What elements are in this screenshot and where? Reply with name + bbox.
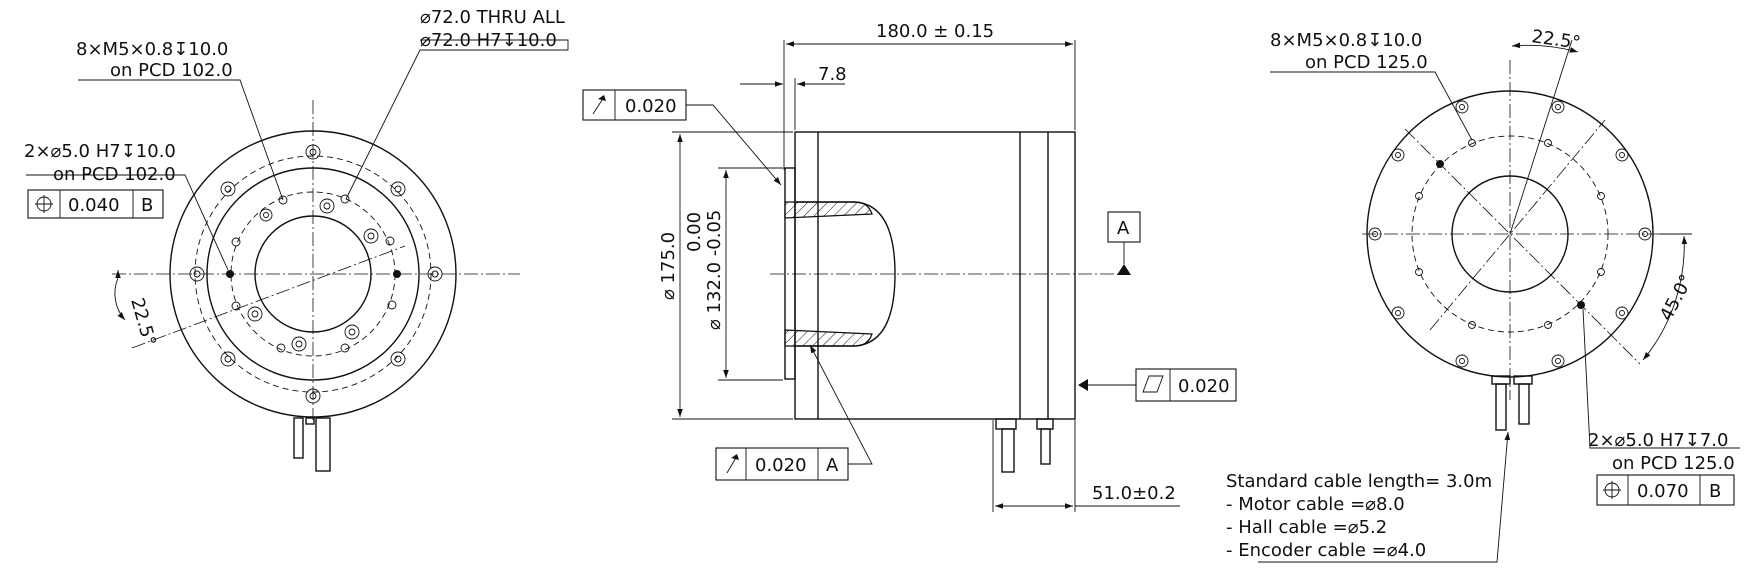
left-position-tol-value: 0.040: [68, 195, 120, 216]
side-view: 180.0 ± 0.15 7.8 ⌀ 175.0 ⌀ 132.0 -0.05 0…: [582, 21, 1237, 512]
radial-runout-datum: A: [826, 455, 839, 476]
cable-note-line3: - Hall cable =⌀5.2: [1226, 517, 1387, 538]
cable-note-line1: Standard cable length= 3.0m: [1226, 471, 1492, 492]
right-tapped-holes-line2: on PCD 125.0: [1305, 52, 1428, 73]
left-position-tol-datum: B: [141, 195, 153, 216]
flatness-frame: 0.020: [1078, 368, 1237, 402]
left-angle-label: 22.5°: [126, 296, 160, 349]
right-outer-bolt-holes: [1368, 100, 1652, 368]
right-angle-45-label: 45.0°: [1656, 271, 1698, 324]
right-tapped-holes-line1: 8×M5×0.8↧10.0: [1270, 30, 1422, 51]
cable-note-line2: - Motor cable =⌀8.0: [1226, 494, 1405, 515]
right-position-tol-datum: B: [1709, 481, 1721, 502]
cable-exit-length-dimension: 51.0±0.2: [1092, 483, 1176, 504]
right-inner-holes: [1415, 139, 1605, 329]
flange-thickness-dimension: 7.8: [818, 64, 847, 85]
radial-runout-frame: 0.020 A: [715, 344, 873, 481]
right-rear-view: 22.5° 45.0° 8×M5×0.8↧10.0 on PCD 125.0 2…: [1258, 26, 1740, 563]
left-front-view: 22.5° 8×M5×0.8↧10.0 on PCD 102.0 ⌀72.0 T…: [24, 7, 569, 472]
right-position-tolerance-frame: 0.070 B: [1596, 474, 1735, 506]
left-bore-line2: ⌀72.0 H7↧10.0: [420, 30, 557, 51]
right-angle-top-label: 22.5°: [1530, 26, 1582, 54]
left-position-tolerance-frame: 0.040 B: [27, 189, 164, 219]
inner-bolt-holes: [231, 194, 397, 353]
left-tapped-holes-line1: 8×M5×0.8↧10.0: [76, 39, 228, 60]
datum-a-label: A: [1117, 218, 1130, 239]
left-pin-holes-line1: 2×⌀5.0 H7↧10.0: [24, 141, 176, 162]
right-pin-holes-line1: 2×⌀5.0 H7↧7.0: [1588, 430, 1728, 451]
face-runout-value: 0.020: [625, 96, 677, 117]
outer-diameter-dimension: ⌀ 175.0: [658, 232, 679, 300]
datum-a-symbol: A: [1107, 211, 1141, 275]
pilot-diameter-dimension: ⌀ 132.0 -0.05: [704, 210, 725, 330]
outer-bolt-holes: [189, 144, 443, 404]
right-pin-holes-line2: on PCD 125.0: [1612, 453, 1735, 474]
flatness-icon: [1142, 375, 1164, 393]
overall-length-dimension: 180.0 ± 0.15: [876, 21, 994, 42]
radial-runout-value: 0.020: [755, 455, 807, 476]
flatness-value: 0.020: [1178, 376, 1230, 397]
position-icon: [1603, 481, 1621, 499]
pilot-tolerance-upper: 0.00: [684, 212, 705, 252]
left-pin-holes-line2: on PCD 102.0: [53, 164, 176, 185]
left-bore-line1: ⌀72.0 THRU ALL: [420, 7, 565, 28]
cable-notes: Standard cable length= 3.0m - Motor cabl…: [1226, 471, 1492, 561]
left-tapped-holes-line2: on PCD 102.0: [110, 60, 233, 81]
cable-note-line4: - Encoder cable =⌀4.0: [1226, 540, 1426, 561]
face-runout-frame: 0.020: [582, 89, 782, 186]
right-position-tol-value: 0.070: [1637, 481, 1689, 502]
position-icon: [35, 195, 53, 213]
